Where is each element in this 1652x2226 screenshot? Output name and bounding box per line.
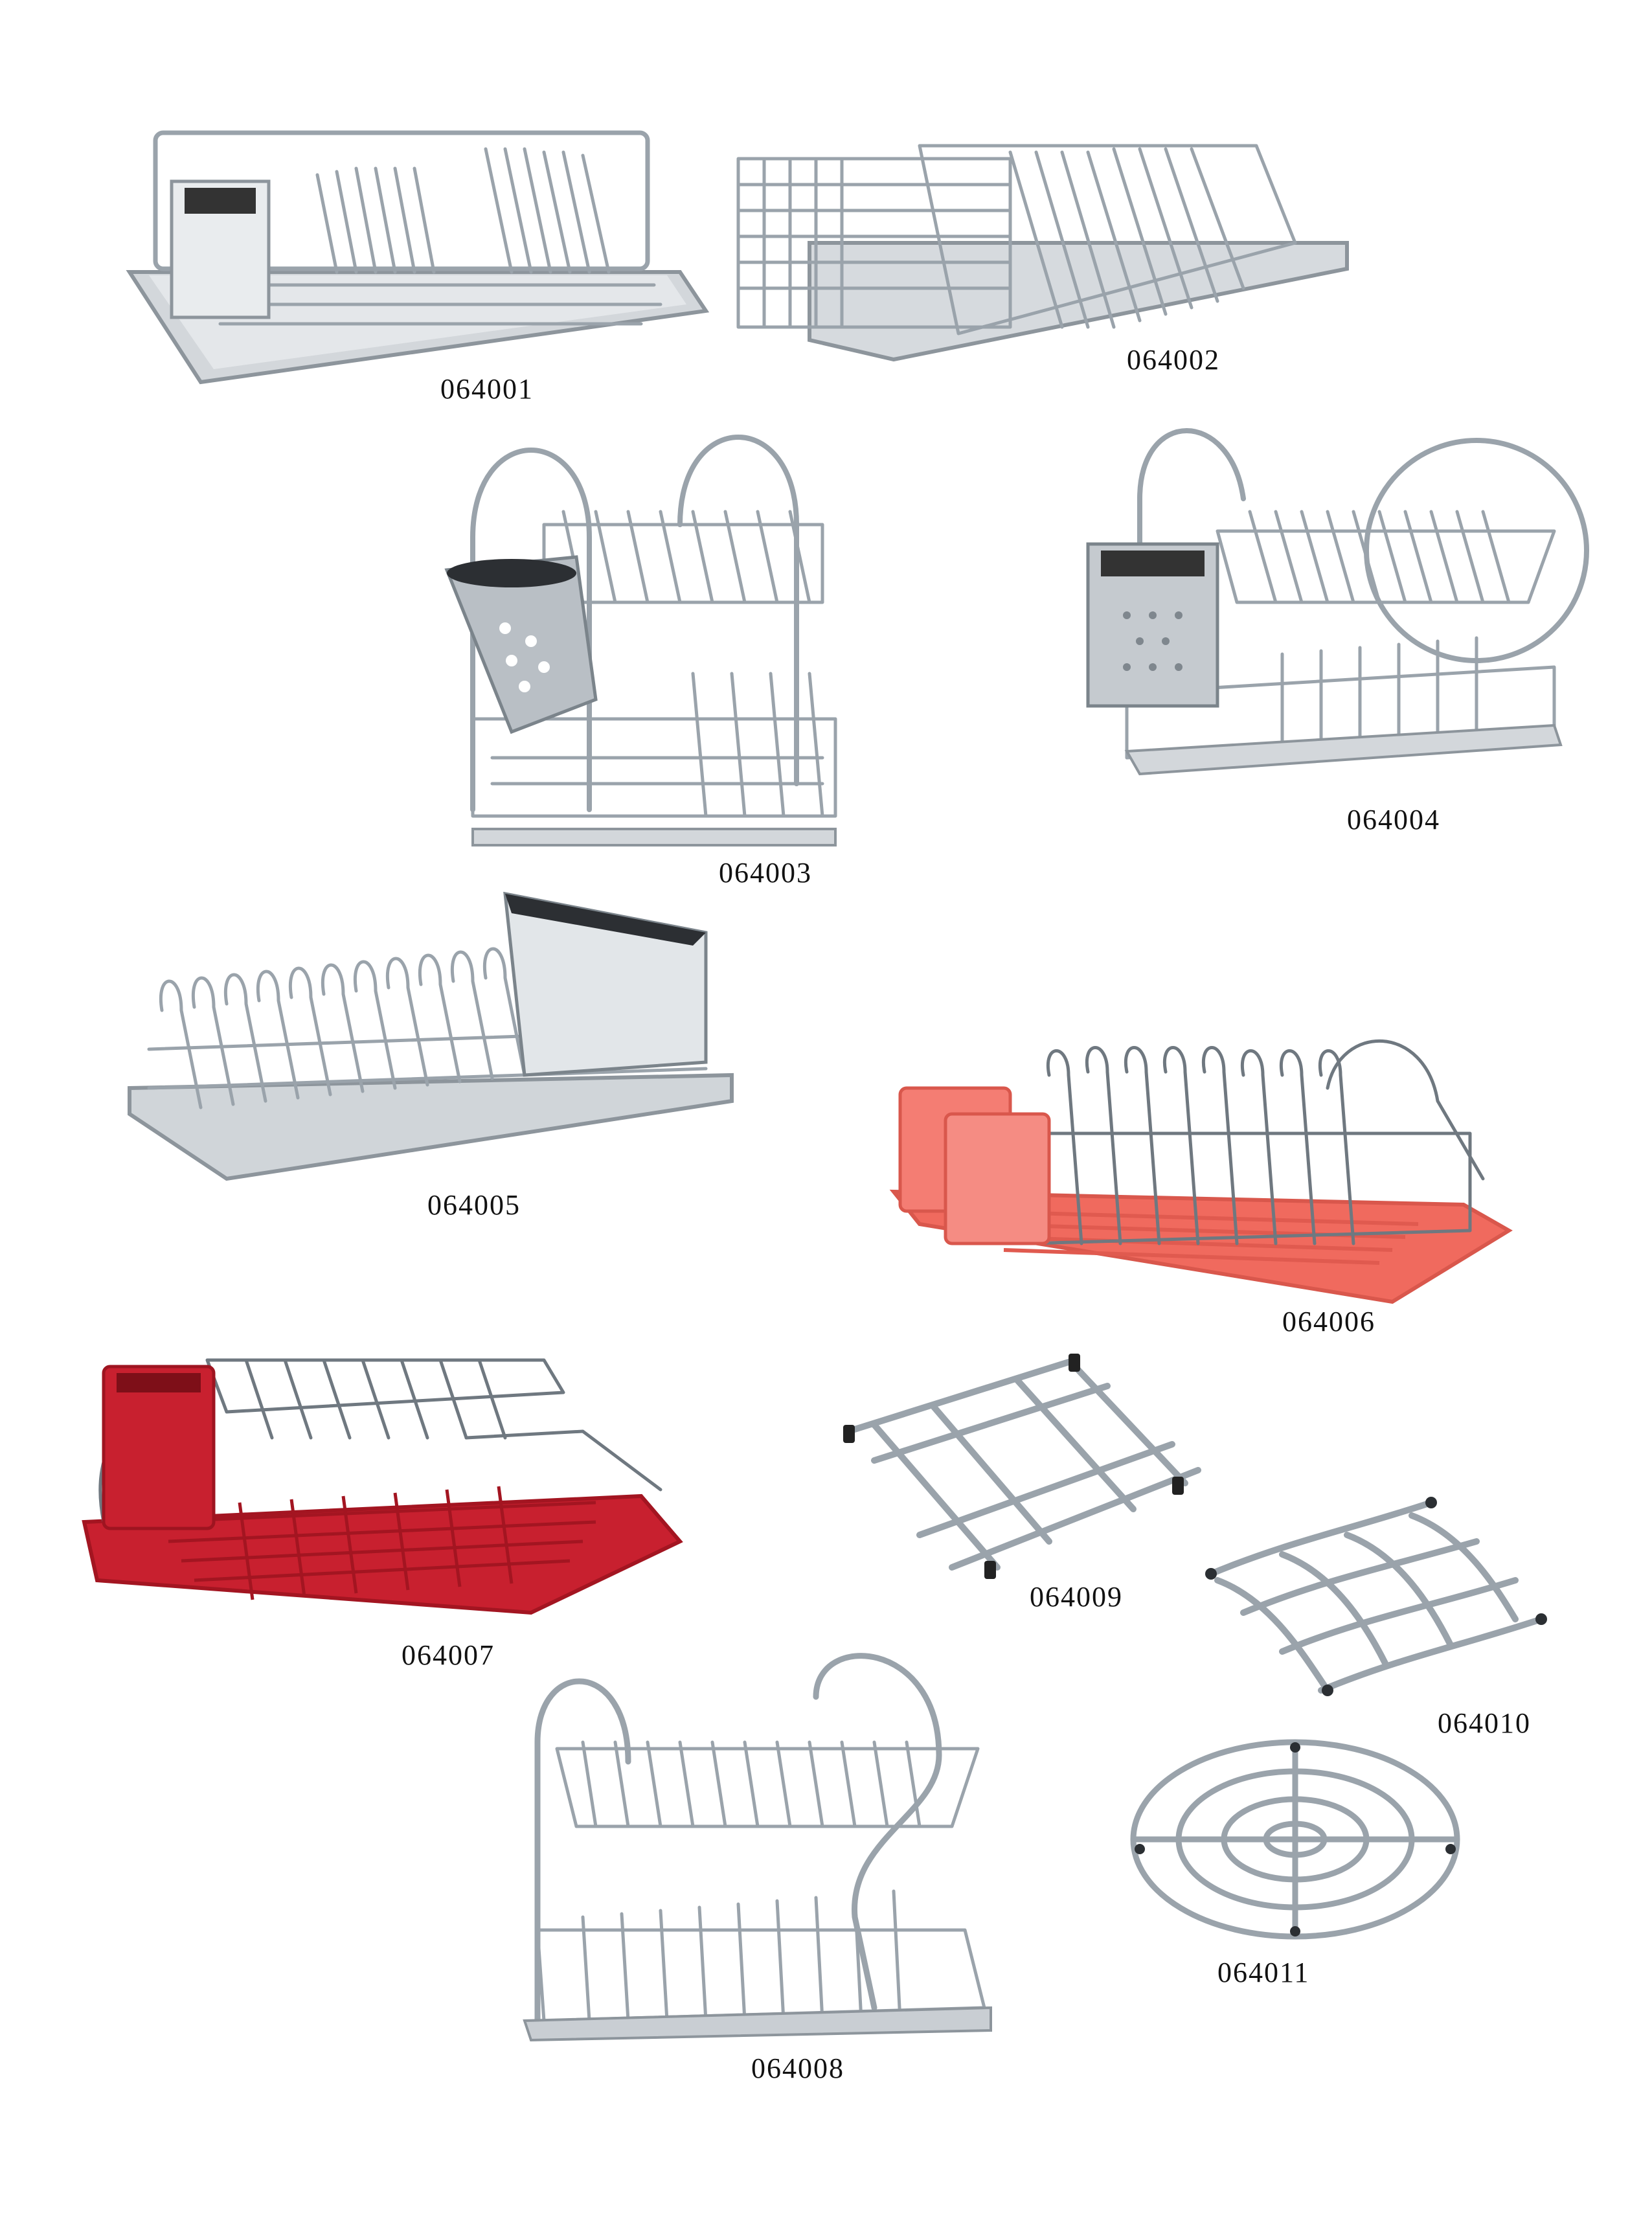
product-064010: 064010 (1192, 1490, 1561, 1749)
trivet-image (843, 1354, 1201, 1579)
product-code: 064002 (1127, 344, 1220, 376)
product-code: 064005 (427, 1189, 521, 1221)
product-064009: 064009 (835, 1347, 1201, 1632)
product-code: 064008 (751, 2052, 844, 2084)
dish-rack-image (523, 1653, 992, 2042)
product-064003: 064003 (434, 395, 874, 894)
product-code: 064004 (1347, 804, 1440, 835)
product-code: 064003 (719, 857, 812, 889)
dish-rack-image (82, 1358, 683, 1615)
dish-rack-image (889, 1039, 1513, 1304)
product-code: 064011 (1217, 1957, 1310, 1988)
product-code: 064006 (1282, 1306, 1375, 1337)
product-064006: 064006 (887, 1036, 1528, 1399)
dish-rack-image (444, 435, 837, 846)
dish-rack-image (126, 130, 710, 385)
trivet-image (1205, 1497, 1547, 1696)
product-064004: 064004 (1086, 421, 1589, 842)
product-064007: 064007 (78, 1328, 693, 1703)
dish-rack-image (1086, 428, 1589, 776)
product-code: 064007 (402, 1639, 495, 1671)
product-code: 064009 (1030, 1581, 1123, 1613)
dish-rack-image (128, 891, 734, 1181)
trivet-image (1130, 1739, 1460, 1940)
product-064002: 064002 (725, 113, 1366, 392)
product-code: 064010 (1438, 1707, 1531, 1739)
product-064005: 064005 (123, 891, 738, 1231)
dish-rack-image (736, 144, 1349, 362)
product-064001: 064001 (123, 117, 719, 421)
product-064008: 064008 (512, 1645, 1043, 2085)
product-code: 064001 (440, 373, 534, 405)
product-064011: 064011 (1127, 1736, 1464, 2008)
